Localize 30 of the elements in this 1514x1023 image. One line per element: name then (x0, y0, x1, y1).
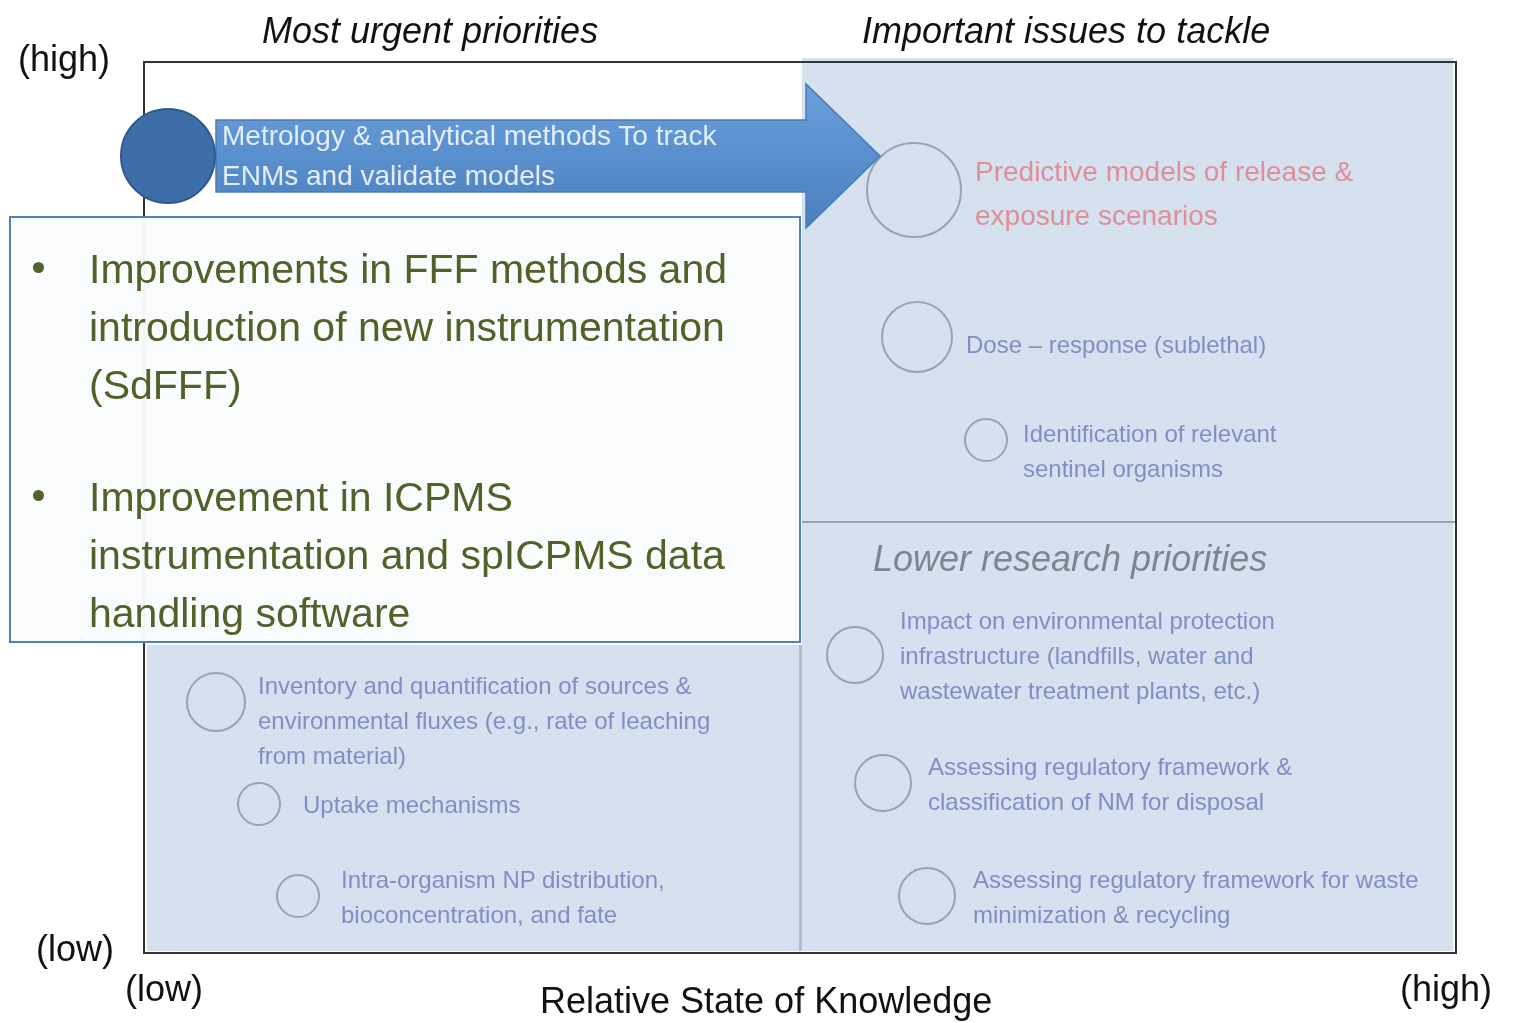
axis-title: Relative State of Knowledge (540, 980, 993, 1022)
item-label: Intra-organism NP distribution, bioconcentration, and fate (341, 865, 666, 930)
text-box (9, 216, 801, 643)
item-label: Assessing regulatory framework & classification of NM for disposal (928, 752, 1294, 817)
circle-marker (964, 418, 1008, 462)
item-label: Uptake mechanisms (303, 790, 522, 820)
axis-label: (high) (1400, 968, 1493, 1010)
circle-marker (276, 874, 320, 918)
bullet-text: Improvement in ICPMS instrumentation and spICPMS data handling software (89, 473, 726, 638)
circle-marker (826, 626, 884, 684)
circle-marker (881, 301, 953, 373)
item-label: Dose – response (sublethal) (966, 330, 1268, 360)
circle-marker (186, 672, 246, 732)
circle-marker (898, 867, 956, 925)
edge-label: Metrology & analytical methods To track ENMs and validate models (222, 119, 718, 194)
quadrant-heading: Lower research priorities (873, 538, 1268, 580)
circle-marker (854, 754, 912, 812)
axis-label: (high) (18, 38, 111, 80)
axis-label: (low) (36, 928, 114, 970)
axis-label: (low) (125, 968, 203, 1010)
block-arrow (215, 82, 882, 230)
item-label: Impact on environmental protection infrastructure (landfills, water and wastewater treatment plants, etc.) (900, 606, 1276, 706)
circle-marker (237, 782, 281, 826)
item-label: Predictive models of release & exposure scenarios (975, 155, 1355, 233)
quadrant-heading: Important issues to tackle (862, 10, 1271, 52)
bullet-text: Improvements in FFF methods and introduction of new instrumentation (SdFFF) (89, 245, 729, 410)
item-label: Identification of relevant sentinel organisms (1023, 419, 1278, 484)
item-label: Inventory and quantification of sources & environmental fluxes (e.g., rate of leaching from material) (258, 671, 712, 771)
item-label: Assessing regulatory framework for waste minimization & recycling (973, 865, 1420, 930)
quadrant-heading: Most urgent priorities (262, 10, 599, 52)
